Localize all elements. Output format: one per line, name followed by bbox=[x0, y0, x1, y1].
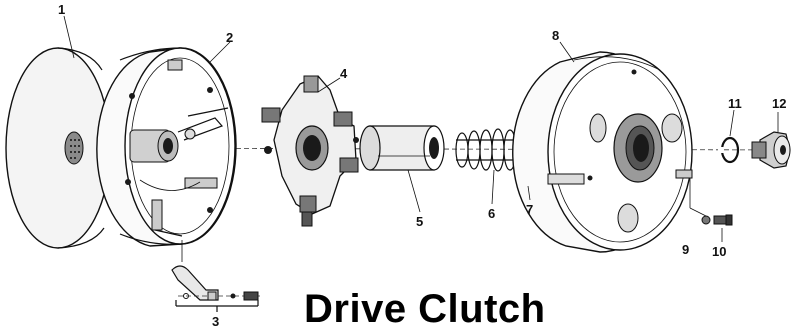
part-2-drum-housing bbox=[96, 47, 237, 247]
callout-10: 10 bbox=[712, 244, 726, 259]
part-8-cover-plate bbox=[512, 51, 693, 253]
callout-5: 5 bbox=[416, 214, 423, 229]
callout-7: 7 bbox=[526, 202, 533, 217]
part-10-bolt bbox=[713, 214, 733, 226]
callout-4: 4 bbox=[340, 66, 348, 81]
callout-11: 11 bbox=[728, 96, 742, 111]
callout-12: 12 bbox=[772, 96, 786, 111]
callout-6: 6 bbox=[488, 206, 495, 221]
part-9-nut bbox=[689, 178, 711, 225]
part-3-lever-assembly bbox=[171, 240, 260, 312]
leader-lines bbox=[63, 15, 779, 242]
callout-8: 8 bbox=[552, 28, 559, 43]
part-12-hub-nut bbox=[751, 131, 791, 169]
diagram-title: Drive Clutch bbox=[304, 287, 546, 331]
part-4-spider-assembly bbox=[261, 75, 359, 227]
part-5-sleeve bbox=[359, 125, 445, 171]
callout-2: 2 bbox=[226, 30, 233, 45]
part-11-retaining-ring bbox=[718, 136, 740, 164]
callout-1: 1 bbox=[58, 2, 65, 17]
callout-9: 9 bbox=[682, 242, 689, 257]
callout-3: 3 bbox=[212, 314, 219, 329]
part-1-cover-dish bbox=[5, 47, 111, 249]
